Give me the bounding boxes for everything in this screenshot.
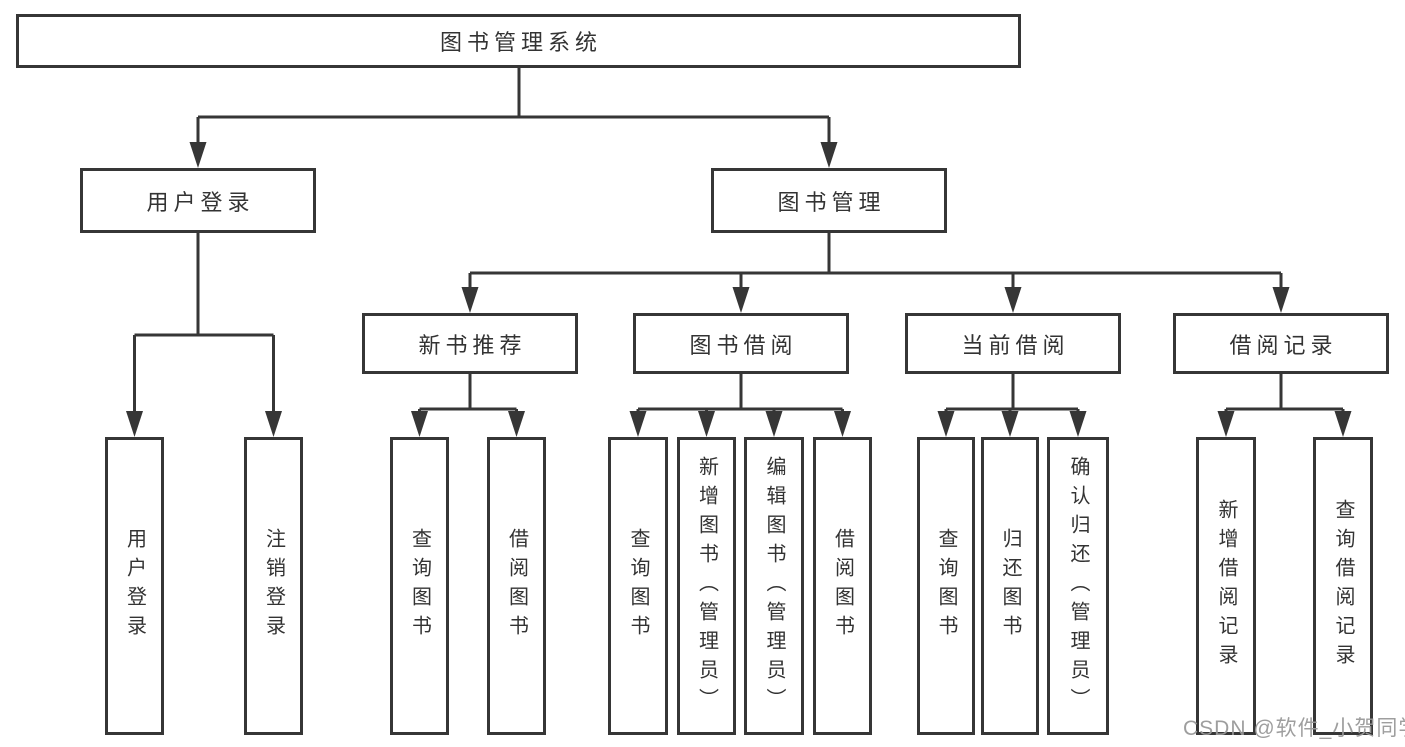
node-new-book-recommend: 新书推荐	[362, 313, 578, 374]
leaf-newbook-borrow-books-label: 借阅图书	[505, 528, 528, 644]
leaf-newbook-borrow-books: 借阅图书	[487, 437, 546, 735]
leaf-record-query: 查询借阅记录	[1313, 437, 1373, 735]
tree-edges	[133, 68, 1345, 418]
leaf-record-add: 新增借阅记录	[1196, 437, 1256, 735]
node-book-management: 图书管理	[711, 168, 947, 233]
leaf-borrow-query-books-label: 查询图书	[627, 528, 649, 644]
node-borrowing-records: 借阅记录	[1173, 313, 1389, 374]
leaf-borrow-edit-books-admin-label: 编辑图书（管理员）	[763, 455, 785, 717]
leaf-user-login-label: 用户登录	[123, 528, 146, 644]
leaf-current-return-books-label: 归还图书	[999, 528, 1021, 644]
leaf-borrow-borrow-books: 借阅图书	[813, 437, 872, 735]
leaf-record-query-label: 查询借阅记录	[1332, 499, 1354, 673]
leaf-current-confirm-return-admin: 确认归还（管理员）	[1047, 437, 1109, 735]
leaf-newbook-query-books-label: 查询图书	[408, 528, 431, 644]
node-current-borrowing: 当前借阅	[905, 313, 1121, 374]
leaf-borrow-borrow-books-label: 借阅图书	[831, 528, 854, 644]
arrowhead-icons	[126, 142, 1352, 437]
leaf-record-add-label: 新增借阅记录	[1215, 499, 1237, 673]
leaf-logout-label: 注销登录	[262, 528, 285, 644]
leaf-borrow-add-books-admin: 新增图书（管理员）	[677, 437, 736, 735]
leaf-borrow-add-books-admin-label: 新增图书（管理员）	[695, 455, 718, 717]
node-root-system: 图书管理系统	[16, 14, 1021, 68]
node-book-borrowing: 图书借阅	[633, 313, 849, 374]
leaf-current-confirm-return-admin-label: 确认归还（管理员）	[1067, 455, 1089, 717]
leaf-current-return-books: 归还图书	[981, 437, 1039, 735]
leaf-current-query-books-label: 查询图书	[935, 528, 957, 644]
leaf-current-query-books: 查询图书	[917, 437, 975, 735]
node-user-login: 用户登录	[80, 168, 316, 233]
leaf-logout: 注销登录	[244, 437, 303, 735]
leaf-borrow-query-books: 查询图书	[608, 437, 668, 735]
leaf-borrow-edit-books-admin: 编辑图书（管理员）	[744, 437, 804, 735]
leaf-newbook-query-books: 查询图书	[390, 437, 449, 735]
csdn-watermark: CSDN @软件_小贺同学	[1183, 717, 1405, 740]
leaf-user-login: 用户登录	[105, 437, 164, 735]
